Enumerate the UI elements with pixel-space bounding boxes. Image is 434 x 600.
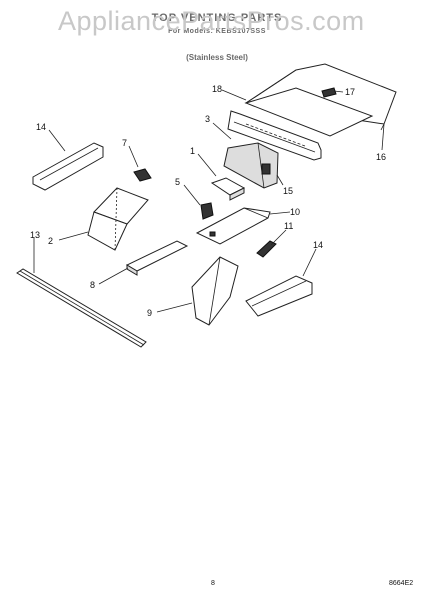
part-16-vent-panel	[244, 63, 397, 131]
part-5-relay	[200, 202, 214, 220]
callout-18: 18	[212, 84, 223, 94]
part-14-left-bracket	[32, 142, 104, 191]
callout-13: 13	[30, 230, 41, 240]
page-number: 8	[211, 580, 215, 587]
callout-2: 2	[48, 236, 54, 246]
part-8-bar	[125, 240, 189, 276]
part-14-right-bracket	[245, 275, 313, 317]
callout-11: 11	[284, 221, 294, 231]
callout-9: 9	[147, 308, 153, 318]
leader-lines	[33, 89, 385, 313]
part-15-blower-assembly	[223, 142, 279, 189]
diagram-title: TOP VENTING PARTS	[151, 12, 283, 24]
models-line: For Models: KEBS107SSS	[168, 28, 266, 35]
callout-17: 17	[345, 87, 356, 97]
part-10-base-tray	[195, 207, 271, 245]
part-7-switch	[133, 168, 152, 182]
part-3-vent-duct	[227, 110, 322, 161]
callout-15: 15	[283, 186, 294, 196]
callout-14-right: 14	[313, 240, 324, 250]
callout-14-left: 14	[36, 122, 47, 132]
callout-7: 7	[122, 138, 128, 148]
part-1-thermostat	[210, 177, 246, 201]
part-18-panel	[244, 87, 374, 137]
part-17-clip	[321, 87, 337, 98]
watermark: AppliancePartsPros.com	[58, 6, 365, 36]
callout-8: 8	[90, 280, 96, 290]
callout-16: 16	[376, 152, 387, 162]
part-9-bracket-housing	[191, 256, 239, 326]
callout-5: 5	[175, 177, 181, 187]
drawing-code: 8664E2	[389, 580, 414, 587]
callout-1: 1	[190, 146, 196, 156]
finish-line: (Stainless Steel)	[186, 53, 248, 62]
part-2-air-duct	[87, 187, 149, 251]
part-13-rail	[16, 268, 147, 348]
callout-3: 3	[205, 114, 211, 124]
callout-10: 10	[290, 207, 301, 217]
